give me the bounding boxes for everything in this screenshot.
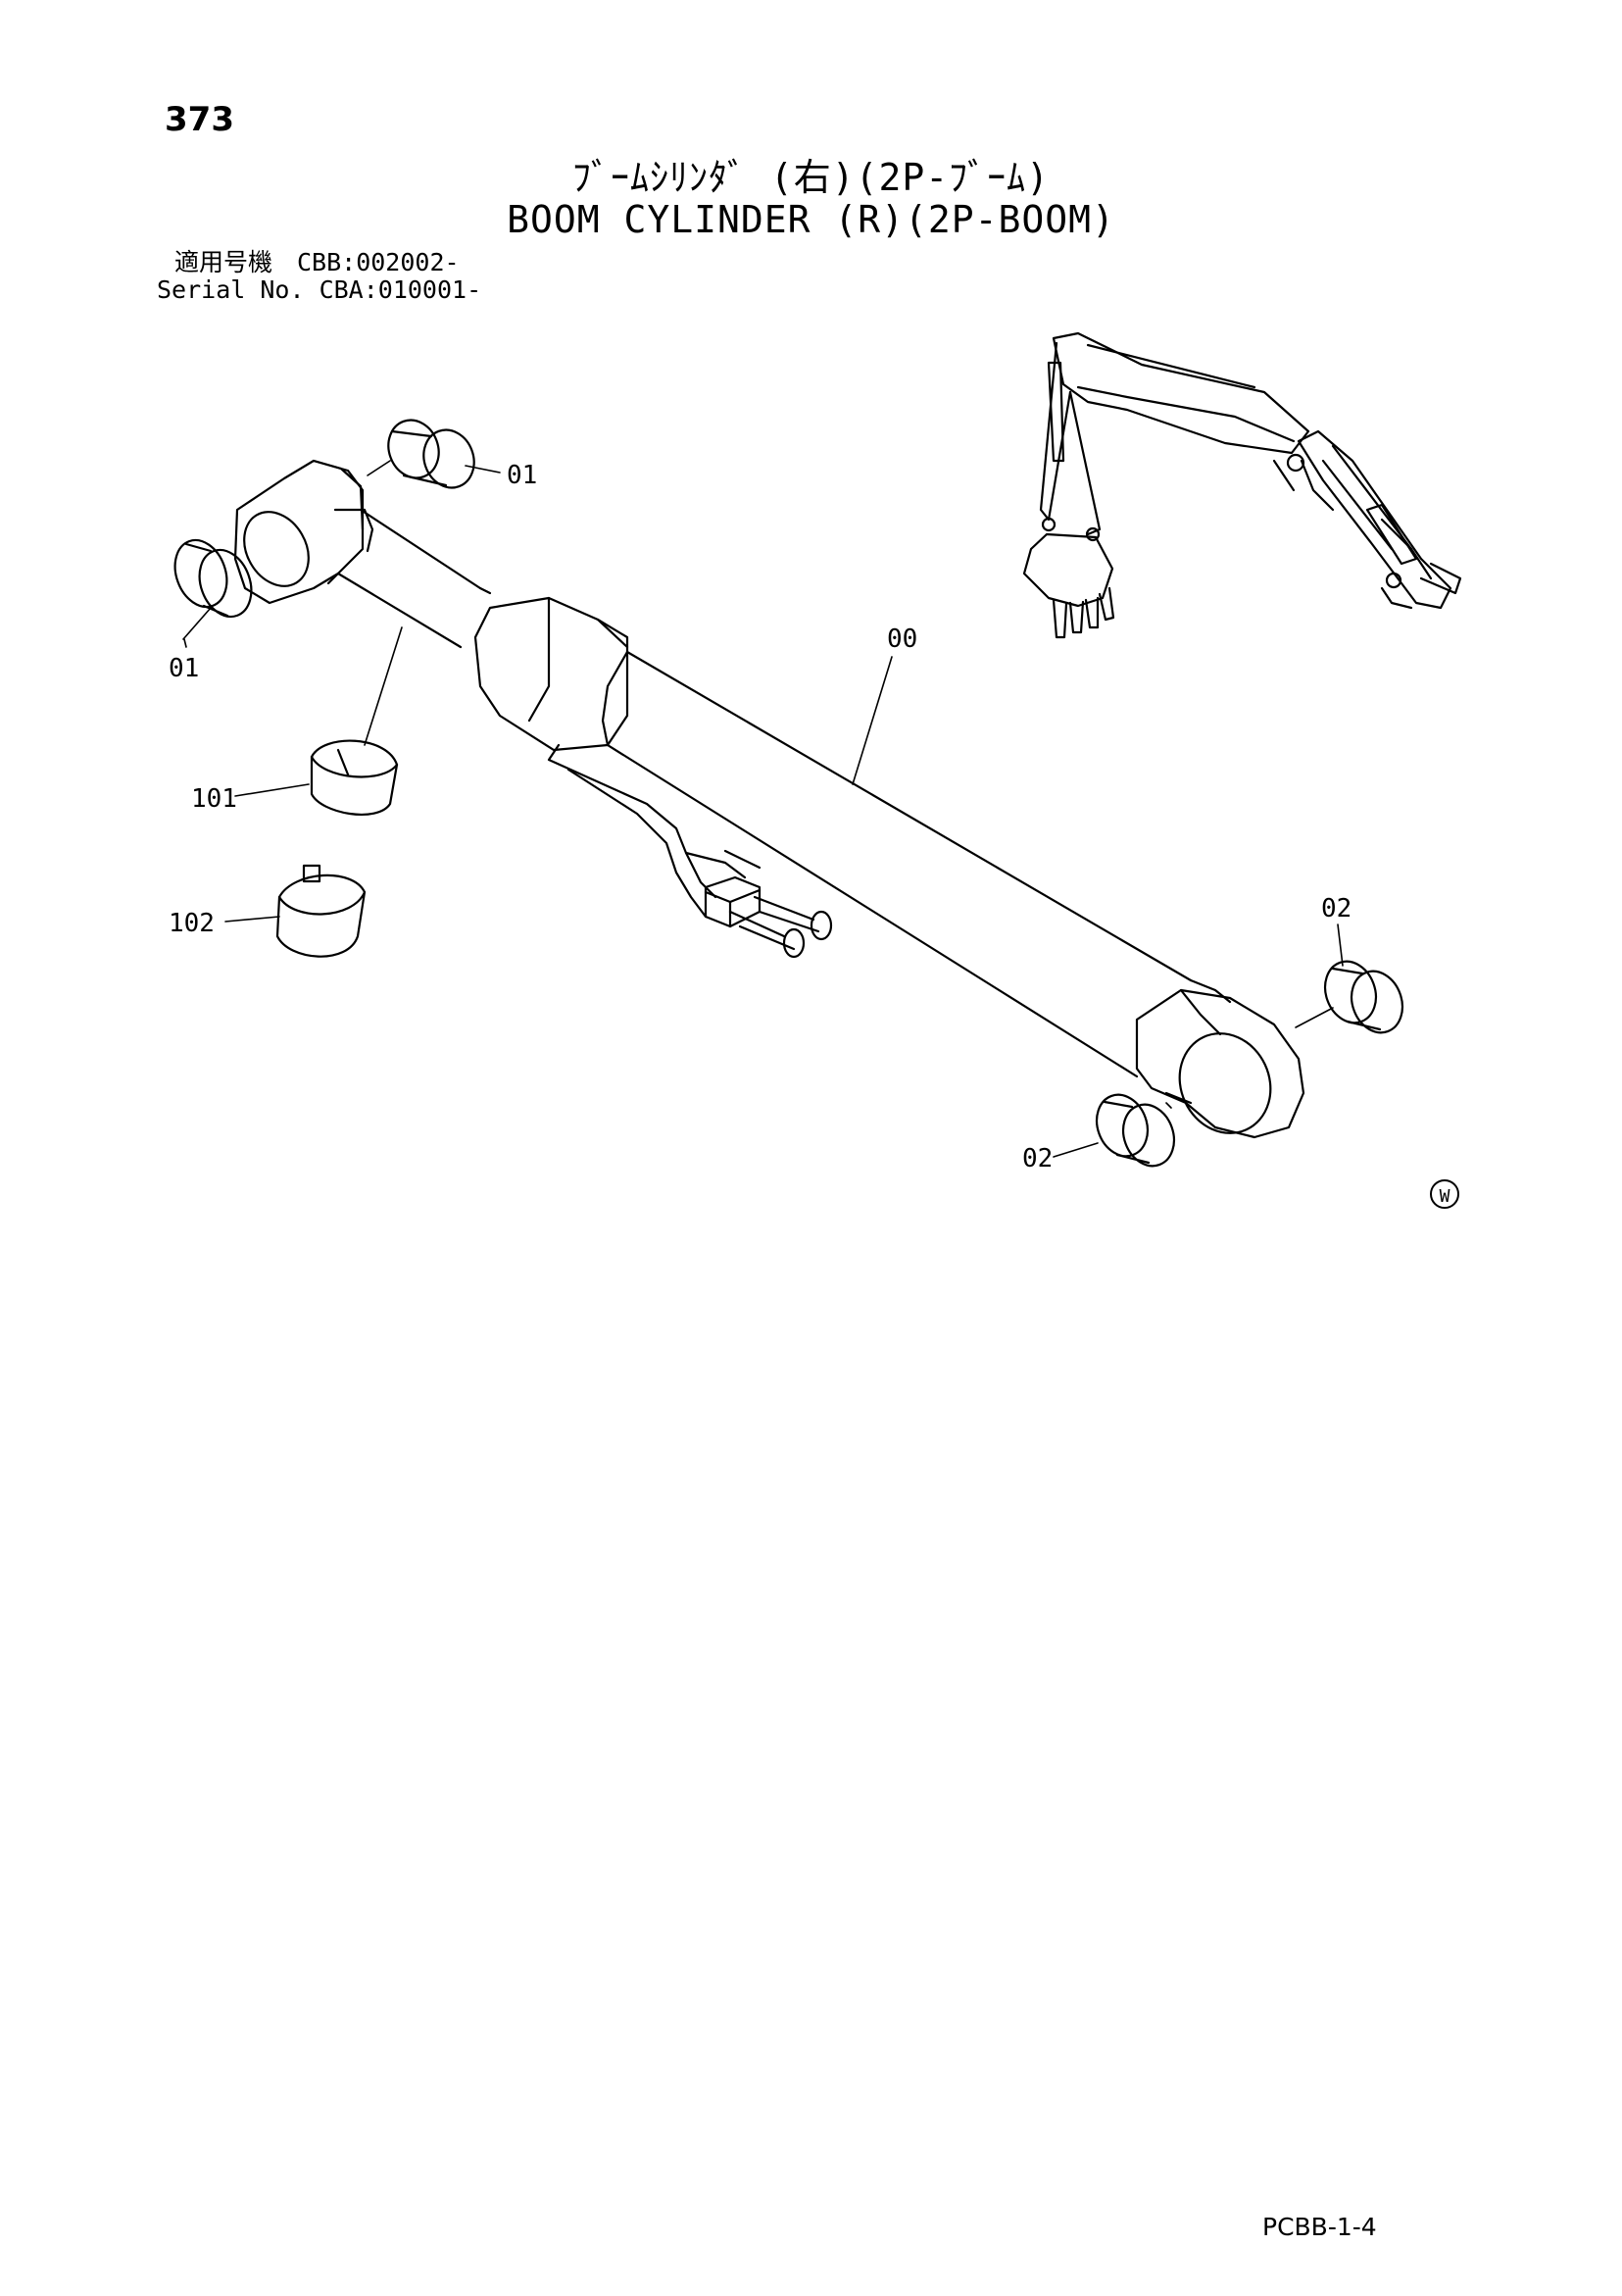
excavator-icon: [1022, 331, 1462, 639]
watermark-w-symbol: W: [1430, 1179, 1459, 1209]
page-number: 373: [165, 100, 234, 139]
band-102: [275, 864, 367, 958]
bushing-01-top: [387, 419, 475, 489]
boom-cylinder: [233, 459, 1305, 1139]
bushing-02-bottom: [1095, 1093, 1176, 1168]
title-english: BOOM CYLINDER (R)(2P-BOOM): [507, 198, 1115, 241]
callout-01-left: 01: [169, 654, 199, 683]
bushing-01-left: [173, 538, 253, 619]
callout-01-top: 01: [507, 461, 537, 490]
bushing-02-top: [1323, 960, 1404, 1034]
callout-00: 00: [887, 624, 917, 654]
serial-range-english: Serial No. CBA:010001-: [157, 275, 482, 304]
serial-range-japanese: 適用号機 CBB:002002-: [174, 248, 460, 276]
callout-02-top: 02: [1321, 894, 1352, 923]
callout-102: 102: [169, 909, 215, 938]
leader-lines: [182, 460, 1344, 1158]
band-101: [310, 739, 399, 816]
callout-02-bottom: 02: [1022, 1144, 1053, 1173]
svg-text:W: W: [1440, 1186, 1450, 1207]
callout-101: 101: [191, 784, 237, 814]
footer-code: PCBB-1-4: [1262, 2213, 1377, 2241]
title-japanese: ﾌﾞｰﾑｼﾘﾝﾀﾞ (右)(2P-ﾌﾞｰﾑ): [571, 156, 1051, 199]
